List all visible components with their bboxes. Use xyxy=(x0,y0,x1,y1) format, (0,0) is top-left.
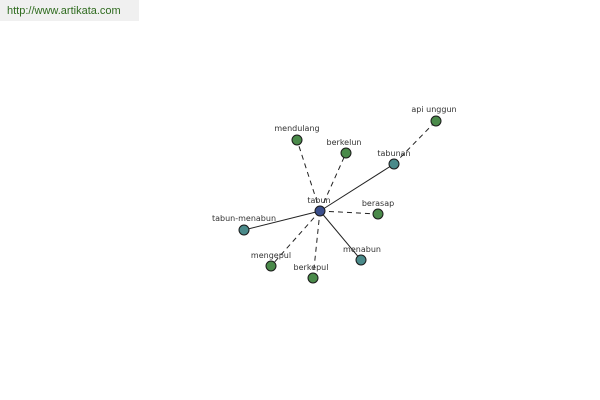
node-tabunan[interactable] xyxy=(388,158,400,170)
edge-api-unggun xyxy=(393,120,437,165)
site-url-link[interactable]: http://www.artikata.com xyxy=(7,5,121,17)
node-berkepul[interactable] xyxy=(307,272,319,284)
edge-tabunan xyxy=(319,163,395,212)
edge-mendulang xyxy=(296,139,321,212)
edge-berkepul xyxy=(312,210,321,279)
edge-mengepul xyxy=(270,210,321,267)
graph-nodes xyxy=(238,115,442,284)
node-label-mengepul[interactable]: mengepul xyxy=(251,251,291,260)
edge-berasap xyxy=(319,210,379,215)
node-center[interactable] xyxy=(314,205,326,217)
node-berasap[interactable] xyxy=(372,208,384,220)
edge-berkelun xyxy=(319,152,347,212)
node-label-center[interactable]: tabun xyxy=(307,196,330,205)
node-label-berkelun[interactable]: berkelun xyxy=(327,138,362,147)
node-menabun[interactable] xyxy=(355,254,367,266)
node-berkelun[interactable] xyxy=(340,147,352,159)
graph-edges xyxy=(243,120,437,279)
node-api-unggun[interactable] xyxy=(430,115,442,127)
edge-tabun-menabun xyxy=(243,210,321,231)
graph-labels: mendulang berkelun tabunan api unggun berasa… xyxy=(212,105,457,272)
site-banner: http://www.artikata.com xyxy=(0,0,139,21)
node-label-menabun[interactable]: menabun xyxy=(343,245,381,254)
node-label-tabunan[interactable]: tabunan xyxy=(377,149,410,158)
node-label-mendulang[interactable]: mendulang xyxy=(274,124,319,133)
node-mendulang[interactable] xyxy=(291,134,303,146)
node-label-berasap[interactable]: berasap xyxy=(362,199,394,208)
node-label-tabun-menabun[interactable]: tabun-menabun xyxy=(212,214,276,223)
node-mengepul[interactable] xyxy=(265,260,277,272)
node-tabun-menabun[interactable] xyxy=(238,224,250,236)
edge-menabun xyxy=(319,210,362,261)
node-label-api-unggun[interactable]: api unggun xyxy=(411,105,456,114)
node-label-berkepul[interactable]: berkepul xyxy=(294,263,329,272)
